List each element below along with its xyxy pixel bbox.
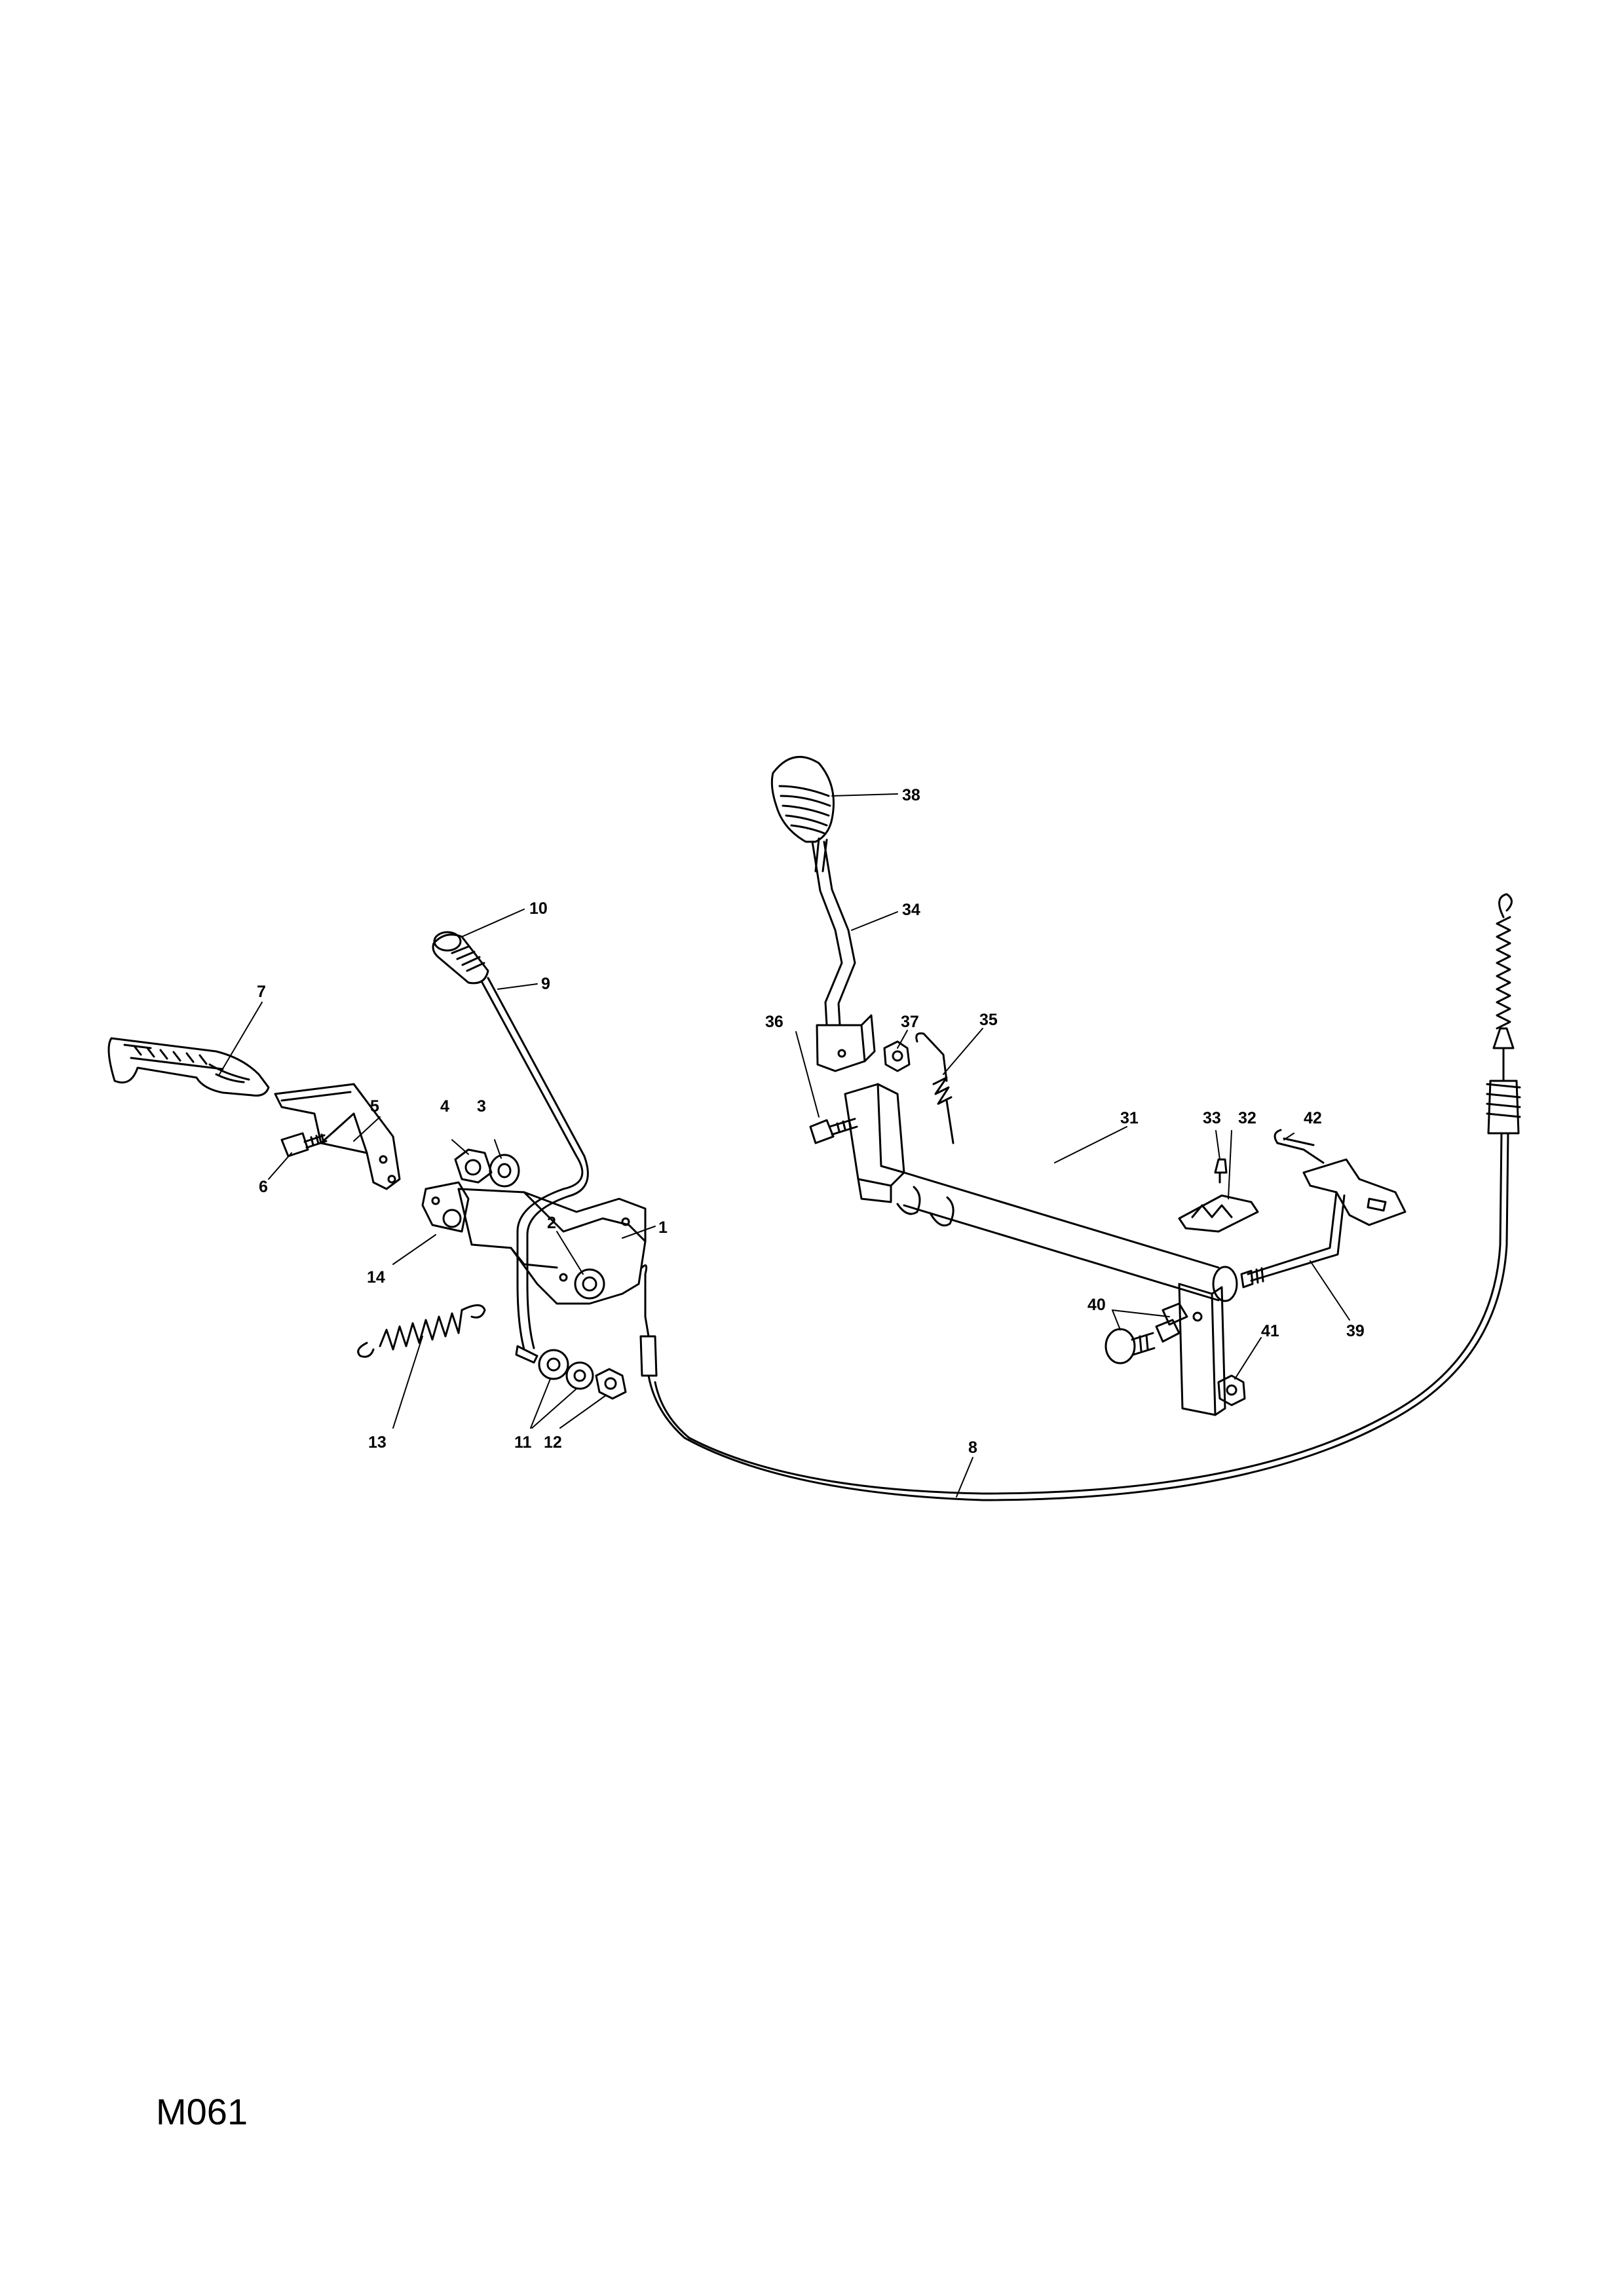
callout-7: 7 (257, 983, 266, 1001)
linkage-rod (1240, 1158, 1407, 1289)
bolt-6 (280, 1132, 328, 1157)
spring-13 (357, 1304, 486, 1358)
pin-33 (1214, 1158, 1228, 1184)
callout-labels: 38 34 10 9 7 36 37 35 5 4 3 31 33 32 42 … (257, 786, 1365, 1457)
callout-9: 9 (541, 975, 550, 993)
nut-14 (421, 1181, 470, 1233)
callout-13: 13 (368, 1433, 387, 1452)
hand-lever (480, 977, 589, 1364)
nut-12 (595, 1368, 627, 1400)
callout-4: 4 (440, 1097, 449, 1116)
washer-11b (565, 1361, 594, 1390)
callout-14: 14 (367, 1268, 385, 1287)
control-cable (639, 893, 1521, 1501)
callout-3: 3 (477, 1097, 486, 1116)
callout-34: 34 (902, 901, 920, 919)
sheet-code: M061 (156, 2091, 248, 2132)
callout-2: 2 (547, 1214, 556, 1232)
callout-37: 37 (901, 1013, 919, 1031)
callout-39: 39 (1346, 1322, 1365, 1340)
leader-lines (219, 793, 1350, 1497)
gear-lever (811, 837, 876, 1072)
nut-4 (454, 1148, 493, 1184)
callout-33: 33 (1203, 1109, 1221, 1127)
callout-11: 11 (514, 1433, 532, 1452)
callout-36: 36 (765, 1013, 784, 1031)
washer-11a (538, 1349, 569, 1380)
callout-42: 42 (1304, 1109, 1322, 1127)
callout-1: 1 (658, 1218, 668, 1237)
callout-8: 8 (968, 1439, 977, 1457)
bolt-40 (1105, 1302, 1188, 1364)
lever-grip (432, 931, 489, 985)
nut-41 (1217, 1374, 1246, 1406)
spring-clip-35 (915, 1032, 954, 1144)
pedal-plate (457, 1188, 647, 1305)
gear-knob (770, 755, 835, 843)
callout-10: 10 (529, 899, 548, 918)
callout-31: 31 (1120, 1109, 1139, 1127)
callout-6: 6 (259, 1178, 268, 1196)
callout-12: 12 (544, 1433, 562, 1452)
nut-37 (883, 1040, 911, 1072)
callout-41: 41 (1261, 1322, 1279, 1340)
washer-3 (489, 1154, 520, 1188)
pedal-arm-bracket (274, 1083, 401, 1190)
plate-32 (1178, 1194, 1259, 1233)
callout-35: 35 (979, 1011, 998, 1029)
callout-40: 40 (1087, 1296, 1106, 1314)
cross-shaft (844, 1083, 1238, 1416)
callout-5: 5 (370, 1097, 379, 1116)
clip-42 (1274, 1129, 1325, 1164)
callout-38: 38 (902, 786, 920, 804)
pedal-pad (107, 1037, 270, 1097)
callout-32: 32 (1238, 1109, 1256, 1127)
